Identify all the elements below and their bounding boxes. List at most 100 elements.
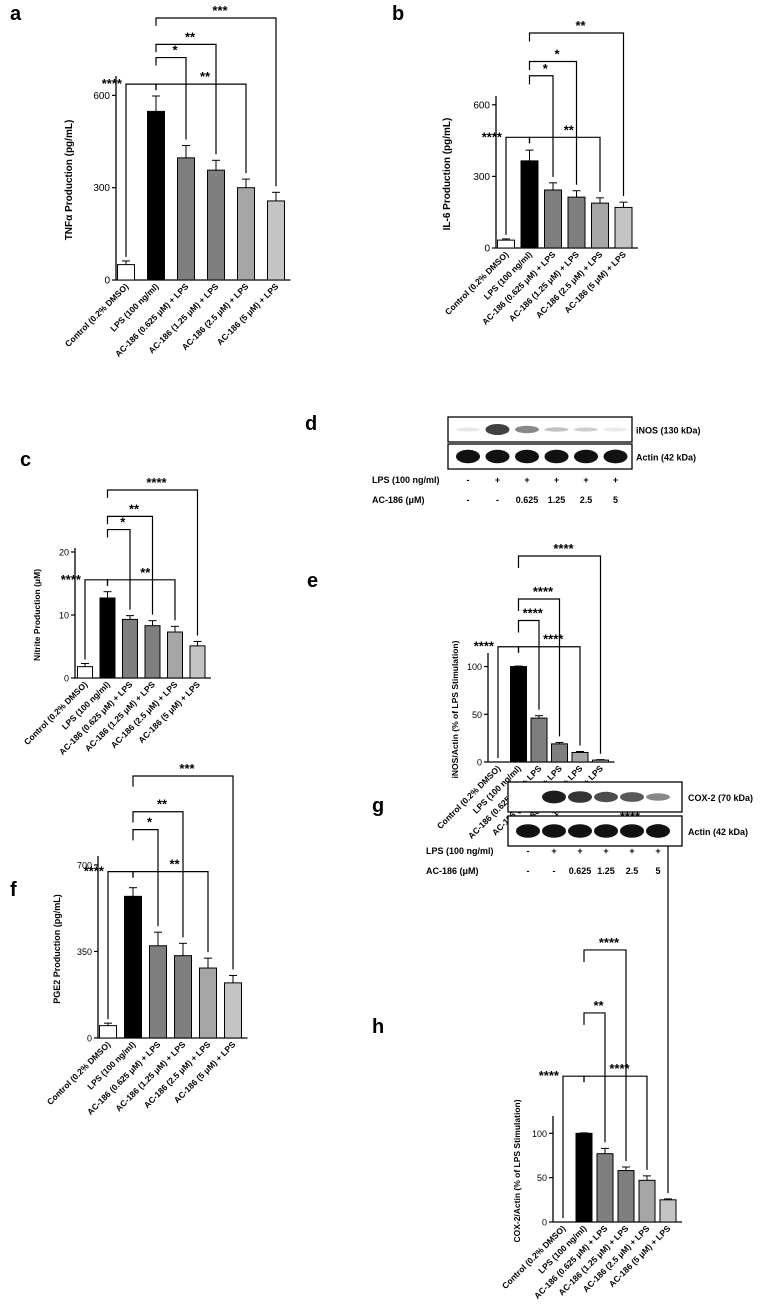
blot-band <box>544 449 569 464</box>
significance-stars: *** <box>212 3 228 18</box>
condition-value: 2.5 <box>626 866 639 876</box>
condition-label: AC-186 (μM) <box>426 866 479 876</box>
significance-stars: ** <box>575 18 586 33</box>
condition-value: 0.625 <box>569 866 592 876</box>
y-tick-label: 0 <box>477 758 482 768</box>
significance-bracket <box>155 83 247 174</box>
significance-bracket <box>517 619 540 710</box>
y-axis-label: TNFα Production (pg/mL) <box>64 120 75 241</box>
bar-5 <box>167 631 183 679</box>
condition-value: - <box>527 846 530 856</box>
condition-label: LPS (100 ng/ml) <box>372 475 440 485</box>
y-tick-label: 100 <box>532 1129 547 1139</box>
significance-stars: **** <box>61 572 82 587</box>
condition-value: 1.25 <box>548 495 566 505</box>
condition-value: - <box>467 475 470 485</box>
bar-3 <box>177 157 195 281</box>
blot-band <box>542 790 566 804</box>
significance-stars: ** <box>169 857 180 872</box>
bar-5 <box>199 967 217 1039</box>
significance-bracket <box>517 555 602 754</box>
bar-2 <box>124 895 142 1039</box>
y-tick-label: 0 <box>484 244 490 255</box>
significance-stars: **** <box>482 129 503 144</box>
blot-row-label: Actin (42 kDa) <box>636 453 696 463</box>
y-axis-label: Nitrite Production (μM) <box>32 569 42 661</box>
significance-stars: *** <box>179 761 195 776</box>
condition-value: 2.5 <box>580 495 593 505</box>
significance-bracket <box>132 829 159 927</box>
significance-stars: * <box>554 47 560 62</box>
significance-stars: ** <box>129 501 140 516</box>
significance-bracket <box>528 60 578 185</box>
y-tick-label: 0 <box>64 674 69 684</box>
bar-3 <box>596 1153 614 1223</box>
bar-2 <box>147 110 165 281</box>
bar-5 <box>237 187 255 281</box>
significance-bracket <box>106 528 131 610</box>
significance-bracket <box>583 1075 648 1170</box>
bar-6 <box>592 759 609 763</box>
bar-3 <box>544 189 562 249</box>
significance-bracket <box>528 32 625 197</box>
significance-bracket <box>155 43 217 155</box>
bar-3 <box>149 945 167 1039</box>
blot-band <box>574 449 598 464</box>
bar-6 <box>189 645 206 679</box>
bar-2 <box>99 597 116 679</box>
significance-stars: **** <box>543 632 564 647</box>
condition-value: 0.625 <box>516 495 539 505</box>
condition-value: + <box>583 475 588 485</box>
y-axis-label: iNOS/Actin (% of LPS Stimulation) <box>450 640 460 778</box>
condition-value: + <box>495 475 500 485</box>
y-axis-label: COX-2/Actin (% of LPS Stimulation) <box>512 1099 522 1242</box>
blot-band <box>542 824 566 838</box>
condition-value: 5 <box>655 866 660 876</box>
bar-6 <box>267 200 285 281</box>
condition-label: AC-186 (μM) <box>372 495 425 505</box>
significance-bracket <box>132 811 184 938</box>
bar-6 <box>614 206 633 249</box>
blot-band <box>515 449 539 464</box>
blot-band <box>485 424 510 435</box>
condition-value: - <box>527 866 530 876</box>
significance-stars: **** <box>599 935 620 950</box>
significance-bracket <box>528 136 601 192</box>
blot-row-label: iNOS (130 kDa) <box>636 426 701 436</box>
significance-stars: **** <box>146 475 167 490</box>
western-blot-d: iNOS (130 kDa) Actin (42 kDa) LPS (100 ng/… <box>372 416 701 505</box>
blot-band <box>568 824 592 838</box>
condition-label: LPS (100 ng/ml) <box>426 846 494 856</box>
bar-1 <box>497 239 515 249</box>
blot-band <box>646 793 670 801</box>
blot-row-label: Actin (42 kDa) <box>688 827 748 837</box>
bar-4 <box>207 169 225 281</box>
condition-value: + <box>551 846 556 856</box>
y-tick-label: 50 <box>472 710 482 720</box>
bar-4 <box>567 196 586 249</box>
significance-bracket <box>528 75 554 177</box>
bar-4 <box>174 955 192 1039</box>
panel-letter-f: f <box>10 879 17 901</box>
significance-stars: ** <box>185 29 196 44</box>
blot-band <box>485 449 510 464</box>
y-tick-label: 0 <box>87 1034 92 1044</box>
y-tick-label: 300 <box>473 172 490 183</box>
condition-value: + <box>629 846 634 856</box>
blot-band <box>620 792 644 802</box>
blot-band <box>594 791 618 803</box>
blot-band <box>544 427 569 432</box>
significance-stars: **** <box>553 541 574 556</box>
blot-band <box>456 449 480 464</box>
y-tick-label: 100 <box>467 662 482 672</box>
blot-band <box>515 425 539 434</box>
significance-bracket <box>583 1012 606 1143</box>
significance-bracket <box>583 949 627 1162</box>
blot-band <box>574 427 598 432</box>
panel-letter-g: g <box>372 795 384 817</box>
significance-bracket <box>106 579 176 621</box>
